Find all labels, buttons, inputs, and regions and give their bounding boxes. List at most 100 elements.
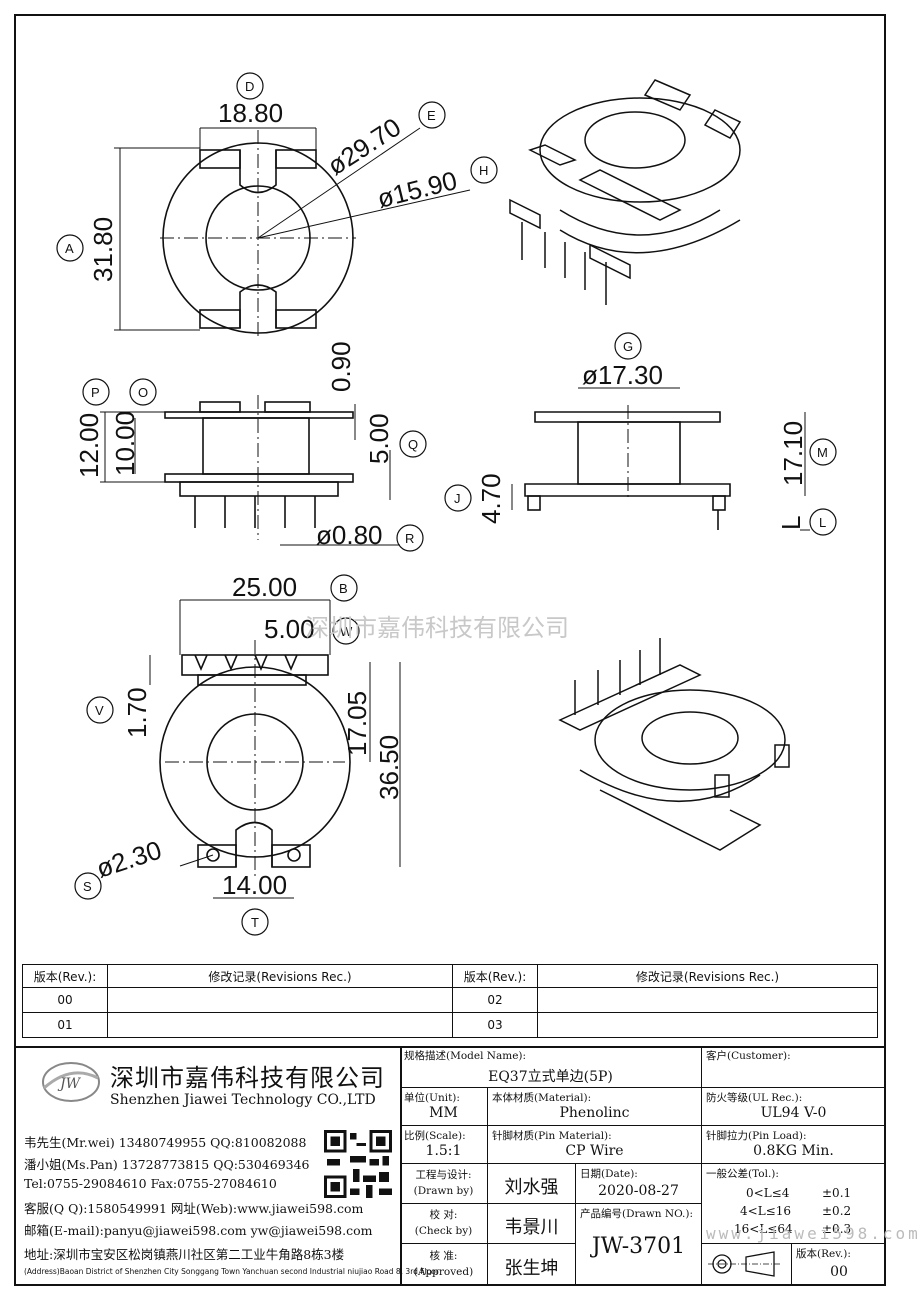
side-view-right: [511, 387, 810, 531]
callout-s: S: [83, 879, 92, 894]
dim-0-90: 0.90: [326, 341, 356, 392]
logo-text: JW: [57, 1076, 82, 1092]
iso-view-bottom: [558, 638, 790, 851]
projection-cell: [702, 1244, 792, 1286]
callout-v: V: [95, 703, 104, 718]
check-value: 韦景川: [504, 1217, 559, 1238]
ul-label: 防火等级(UL Rec.):: [706, 1092, 803, 1104]
drawn-label-en: (Drawn by): [413, 1185, 474, 1197]
callout-m: M: [817, 445, 828, 460]
rec-header-2: 修改记录(Revisions Rec.): [537, 964, 878, 988]
rev-final-value: 00: [830, 1264, 848, 1280]
rev-cell: 03: [452, 1012, 538, 1038]
rev-cell: 02: [452, 987, 538, 1013]
ul-value: UL94 V-0: [760, 1105, 827, 1121]
material-value: Phenolinc: [559, 1105, 630, 1121]
approved-label-cn: 核 准:: [429, 1250, 458, 1262]
dim-0-80: ø0.80: [316, 520, 383, 550]
drawing-no-value: JW-3701: [591, 1234, 686, 1259]
check-label-en: (Check by): [414, 1225, 473, 1237]
pin-load-label: 针脚拉力(Pin Load):: [706, 1130, 807, 1142]
date-cell: 日期(Date): 2020-08-27: [576, 1164, 702, 1204]
projection-symbol-icon: [708, 1251, 780, 1277]
company-info: JW 深圳市嘉伟科技有限公司 Shenzhen Jiawei Technolog…: [22, 1046, 439, 1286]
callout-j: J: [454, 491, 461, 506]
callout-g: G: [623, 339, 633, 354]
dim-31-80: 31.80: [88, 217, 118, 282]
company-name-cn: 深圳市嘉伟科技有限公司: [110, 1064, 385, 1092]
pin-material-cell: 针脚材质(Pin Material): CP Wire: [488, 1126, 702, 1164]
dim-5-00-q: 5.00: [364, 413, 394, 464]
check-value-cell: 韦景川: [488, 1204, 576, 1244]
tolerance-label: 一般公差(Tol.):: [706, 1168, 779, 1180]
iso-view-top: [509, 79, 742, 305]
approved-value-cell: 张生坤: [488, 1244, 576, 1286]
dim-17-30: ø17.30: [582, 360, 663, 390]
check-label-cell: 校 对: (Check by): [400, 1204, 488, 1244]
callout-q: Q: [408, 437, 418, 452]
drawn-value-cell: 刘水强: [488, 1164, 576, 1204]
contact-pan: 潘小姐(Ms.Pan) 13728773815 QQ:530469346: [24, 1157, 310, 1172]
pin-material-value: CP Wire: [565, 1143, 624, 1159]
callout-b: B: [339, 581, 348, 596]
contact-web: 客服(Q Q):1580549991 网址(Web):www.jiawei598…: [24, 1201, 364, 1216]
approved-label-cell: 核 准: (Approved): [400, 1244, 488, 1286]
rev-header-2: 版本(Rev.):: [452, 964, 538, 988]
dim-12-00: 12.00: [74, 413, 104, 478]
dim-17-10: 17.10: [778, 421, 808, 486]
callout-l: L: [819, 515, 826, 530]
dim-4-70: 4.70: [476, 473, 506, 524]
model-label: 规格描述(Model Name):: [404, 1050, 527, 1062]
customer-cell: 客户(Customer):: [702, 1046, 886, 1088]
tol-value-3: ±0.3: [822, 1222, 852, 1236]
rev-cell: 00: [22, 987, 108, 1013]
rev-cell: 01: [22, 1012, 108, 1038]
revision-table: 版本(Rev.): 修改记录(Revisions Rec.) 版本(Rev.):…: [22, 964, 878, 1038]
unit-value: MM: [429, 1105, 458, 1121]
tol-value-2: ±0.2: [822, 1204, 852, 1218]
customer-label: 客户(Customer):: [706, 1050, 791, 1062]
date-label: 日期(Date):: [580, 1168, 638, 1180]
unit-cell: 单位(Unit): MM: [400, 1088, 488, 1126]
contact-tel: Tel:0755-29084610 Fax:0755-27084610: [24, 1176, 277, 1191]
model-cell: 规格描述(Model Name): EQ37立式单边(5P): [400, 1046, 702, 1088]
rec-cell: [107, 1012, 453, 1038]
watermark-url: www.jiawei598.com: [706, 1224, 921, 1243]
dim-17-05: 17.05: [342, 691, 372, 756]
pin-load-value: 0.8KG Min.: [753, 1143, 834, 1159]
contact-email: 邮箱(E-mail):panyu@jiawei598.com yw@jiawei…: [24, 1223, 373, 1238]
company-logo-icon: JW: [42, 1062, 100, 1102]
dim-36-50: 36.50: [374, 735, 404, 800]
dim-15-90: ø15.90: [374, 165, 460, 214]
callout-a: A: [65, 241, 74, 256]
rev-final-label: 版本(Rev.):: [796, 1248, 851, 1260]
top-view: [114, 127, 471, 340]
rec-cell: [107, 987, 453, 1013]
rec-cell: [537, 987, 878, 1013]
material-label: 本体材质(Material):: [492, 1092, 592, 1104]
address-en: (Address)Baoan District of Shenzhen City…: [24, 1267, 439, 1276]
date-value: 2020-08-27: [598, 1183, 679, 1199]
pin-material-label: 针脚材质(Pin Material):: [492, 1130, 612, 1142]
callout-e: E: [427, 108, 436, 123]
dim-14-00: 14.00: [222, 870, 287, 900]
scale-label: 比例(Scale):: [404, 1130, 466, 1142]
title-block: JW 深圳市嘉伟科技有限公司 Shenzhen Jiawei Technolog…: [14, 1046, 886, 1286]
tol-range-1: 0<L≤4: [746, 1186, 790, 1200]
drawn-value: 刘水强: [504, 1177, 559, 1198]
scale-cell: 比例(Scale): 1.5:1: [400, 1126, 488, 1164]
tolerance-cell: 一般公差(Tol.): 0<L≤4 ±0.1 4<L≤16 ±0.2 16<L≤…: [702, 1164, 886, 1244]
drawing-sheet: [14, 14, 886, 1286]
callout-o: O: [138, 385, 148, 400]
callout-t: T: [251, 915, 259, 930]
drawn-label-cn: 工程与设计:: [415, 1169, 472, 1181]
contact-wei: 韦先生(Mr.wei) 13480749955 QQ:810082088: [24, 1135, 307, 1150]
callout-letters: D E H A P O Q R G M J L B W V S T: [65, 79, 828, 930]
unit-label: 单位(Unit):: [404, 1092, 460, 1104]
check-label-cn: 校 对:: [429, 1209, 458, 1221]
approved-label-en: (Approved): [413, 1266, 474, 1278]
callout-w: W: [340, 624, 353, 639]
drawn-label-cell: 工程与设计: (Drawn by): [400, 1164, 488, 1204]
rec-cell: [537, 1012, 878, 1038]
pin-load-cell: 针脚拉力(Pin Load): 0.8KG Min.: [702, 1126, 886, 1164]
